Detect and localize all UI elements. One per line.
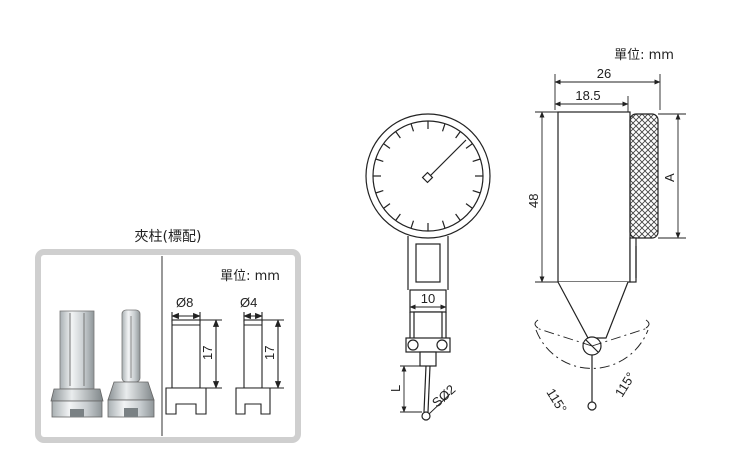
dial-tick xyxy=(441,220,446,229)
dial-tick xyxy=(472,189,481,194)
clamp-drawing-d4: Ø4 17 xyxy=(235,295,284,415)
dim-h2: 17 xyxy=(262,346,277,360)
dial-tick xyxy=(383,143,391,149)
dial-tick xyxy=(395,213,401,221)
dial-tick xyxy=(455,213,461,221)
dim-width-total: 26 xyxy=(597,66,611,81)
front-view: 10 L SØ2 xyxy=(365,113,491,421)
dim-ball-tip: SØ2 xyxy=(429,382,458,411)
accessory-panel-border xyxy=(35,249,301,443)
dial-tick xyxy=(410,220,415,229)
dial-tick xyxy=(375,158,384,163)
dial-tick xyxy=(441,123,446,132)
dial-tick xyxy=(375,189,384,194)
side-taper xyxy=(557,281,629,339)
accessory-panel: 夾柱(標配) 單位: mm Ø8 xyxy=(35,229,301,443)
side-view: 單位: mm 26 18.5 48 A xyxy=(526,48,686,416)
side-body xyxy=(557,111,631,283)
dial-tick xyxy=(465,203,473,209)
dial-neck xyxy=(407,236,449,290)
dial-tick xyxy=(455,131,461,139)
dim-d4: Ø4 xyxy=(240,295,257,310)
needle-hub xyxy=(421,171,434,184)
dial-tick xyxy=(383,203,391,209)
accessory-title: 夾柱(標配) xyxy=(135,229,202,245)
angle-left: 115° xyxy=(543,386,569,416)
probe-ball xyxy=(421,411,431,421)
dim-h1: 17 xyxy=(200,346,215,360)
dim-a: A xyxy=(662,173,677,182)
side-unit-label: 單位: mm xyxy=(614,48,674,63)
clamp-stem-photo-small xyxy=(107,309,155,418)
accessory-unit-label: 單位: mm xyxy=(220,269,280,284)
dial-tick xyxy=(410,123,415,132)
clamp-stem-photo-large xyxy=(50,310,104,418)
dim-height: 48 xyxy=(526,194,541,208)
dial-needle xyxy=(427,139,467,179)
swing-arc xyxy=(535,329,649,369)
dial-tick xyxy=(472,158,481,163)
dim-width-inner: 18.5 xyxy=(575,88,600,103)
dim-length-L: L xyxy=(388,385,403,392)
knurled-knob xyxy=(629,113,659,239)
dial-ticks xyxy=(373,121,483,231)
angle-right: 115° xyxy=(612,370,638,400)
dial-tick xyxy=(465,143,473,149)
dial-tick xyxy=(395,131,401,139)
dim-stem-width: 10 xyxy=(421,291,435,306)
clamp-drawing-d8: Ø8 17 xyxy=(165,295,222,415)
dim-d8: Ø8 xyxy=(176,295,193,310)
